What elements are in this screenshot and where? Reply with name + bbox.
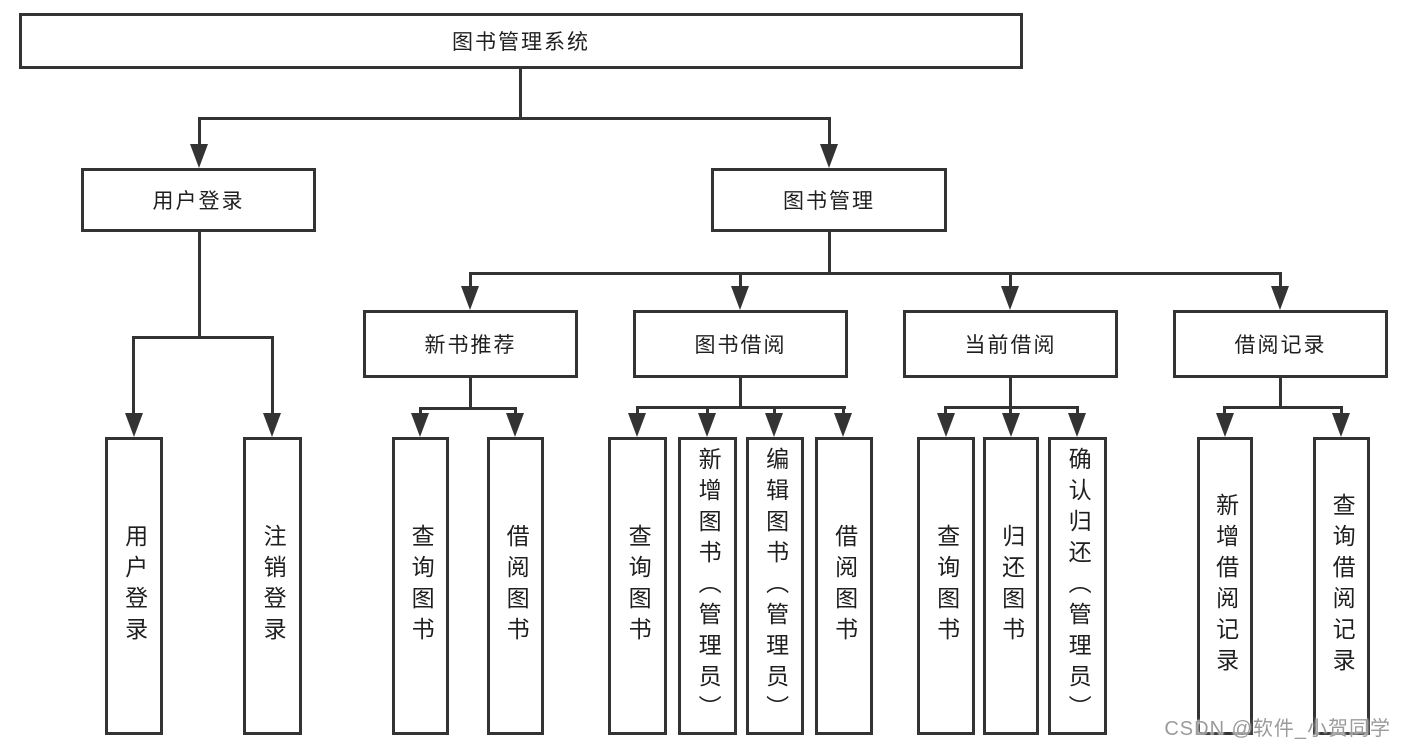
connector-line — [1340, 406, 1343, 413]
arrow-down-icon — [1001, 286, 1019, 310]
connector-line — [419, 407, 422, 413]
leaf-borrow-borrow-books: 借阅图书 — [815, 437, 873, 735]
arrow-down-icon — [765, 413, 783, 437]
connector-line — [739, 378, 742, 406]
connector-line — [469, 378, 472, 407]
connector-line — [198, 117, 201, 144]
node-borrow-records: 借阅记录 — [1173, 310, 1388, 378]
connector-line — [132, 336, 135, 413]
arrow-down-icon — [834, 413, 852, 437]
arrow-down-icon — [1216, 413, 1234, 437]
connector-line — [706, 406, 709, 413]
arrow-down-icon — [1002, 413, 1020, 437]
connector-line — [469, 272, 472, 286]
connector-line — [1223, 406, 1343, 409]
node-new-book-recommend: 新书推荐 — [363, 310, 578, 378]
connector-line — [828, 232, 831, 272]
connector-line — [271, 336, 274, 413]
arrow-down-icon — [506, 413, 524, 437]
node-current-borrow: 当前借阅 — [903, 310, 1118, 378]
connector-line — [1279, 272, 1282, 286]
connector-line — [1009, 378, 1012, 406]
leaf-current-return-books: 归还图书 — [983, 437, 1039, 735]
arrow-down-icon — [1271, 286, 1289, 310]
leaf-borrow-query-books: 查询图书 — [608, 437, 667, 735]
leaf-current-confirm-return-admin: 确认归还（管理员） — [1048, 437, 1107, 735]
arrow-down-icon — [411, 413, 429, 437]
arrow-down-icon — [190, 144, 208, 168]
leaf-borrow-add-books-admin: 新增图书（管理员） — [678, 437, 737, 735]
connector-line — [842, 406, 845, 413]
node-user-login: 用户登录 — [81, 168, 316, 232]
leaf-borrow-edit-books-admin: 编辑图书（管理员） — [746, 437, 804, 735]
arrow-down-icon — [1332, 413, 1350, 437]
leaf-logout: 注销登录 — [243, 437, 302, 735]
connector-line — [828, 117, 831, 144]
leaf-records-query-record: 查询借阅记录 — [1313, 437, 1370, 735]
connector-line — [1223, 406, 1226, 413]
node-book-management: 图书管理 — [711, 168, 947, 232]
connector-line — [773, 406, 776, 413]
connector-line — [1279, 378, 1282, 406]
arrow-down-icon — [731, 286, 749, 310]
connector-line — [198, 232, 201, 336]
arrow-down-icon — [1068, 413, 1086, 437]
node-book-borrow: 图书借阅 — [633, 310, 848, 378]
node-root-library-system: 图书管理系统 — [19, 13, 1023, 69]
arrow-down-icon — [125, 413, 143, 437]
arrow-down-icon — [698, 413, 716, 437]
connector-line — [419, 407, 517, 410]
connector-line — [514, 407, 517, 413]
connector-line — [1076, 406, 1079, 413]
connector-line — [1009, 406, 1012, 413]
leaf-records-add-record: 新增借阅记录 — [1197, 437, 1253, 735]
connector-line — [1009, 272, 1012, 286]
arrow-down-icon — [461, 286, 479, 310]
leaf-recommend-borrow-books: 借阅图书 — [487, 437, 544, 735]
connector-line — [944, 406, 947, 413]
leaf-current-query-books: 查询图书 — [917, 437, 975, 735]
connector-line — [519, 69, 522, 117]
connector-line — [132, 336, 274, 339]
arrow-down-icon — [937, 413, 955, 437]
connector-line — [636, 406, 846, 409]
leaf-recommend-query-books: 查询图书 — [392, 437, 449, 735]
connector-line — [739, 272, 742, 286]
csdn-watermark: CSDN @软件_小贺同学 — [1164, 718, 1391, 740]
leaf-user-login: 用户登录 — [105, 437, 163, 735]
connector-line — [469, 272, 1282, 275]
arrow-down-icon — [263, 413, 281, 437]
connector-line — [198, 117, 831, 120]
connector-line — [636, 406, 639, 413]
arrow-down-icon — [628, 413, 646, 437]
arrow-down-icon — [820, 144, 838, 168]
